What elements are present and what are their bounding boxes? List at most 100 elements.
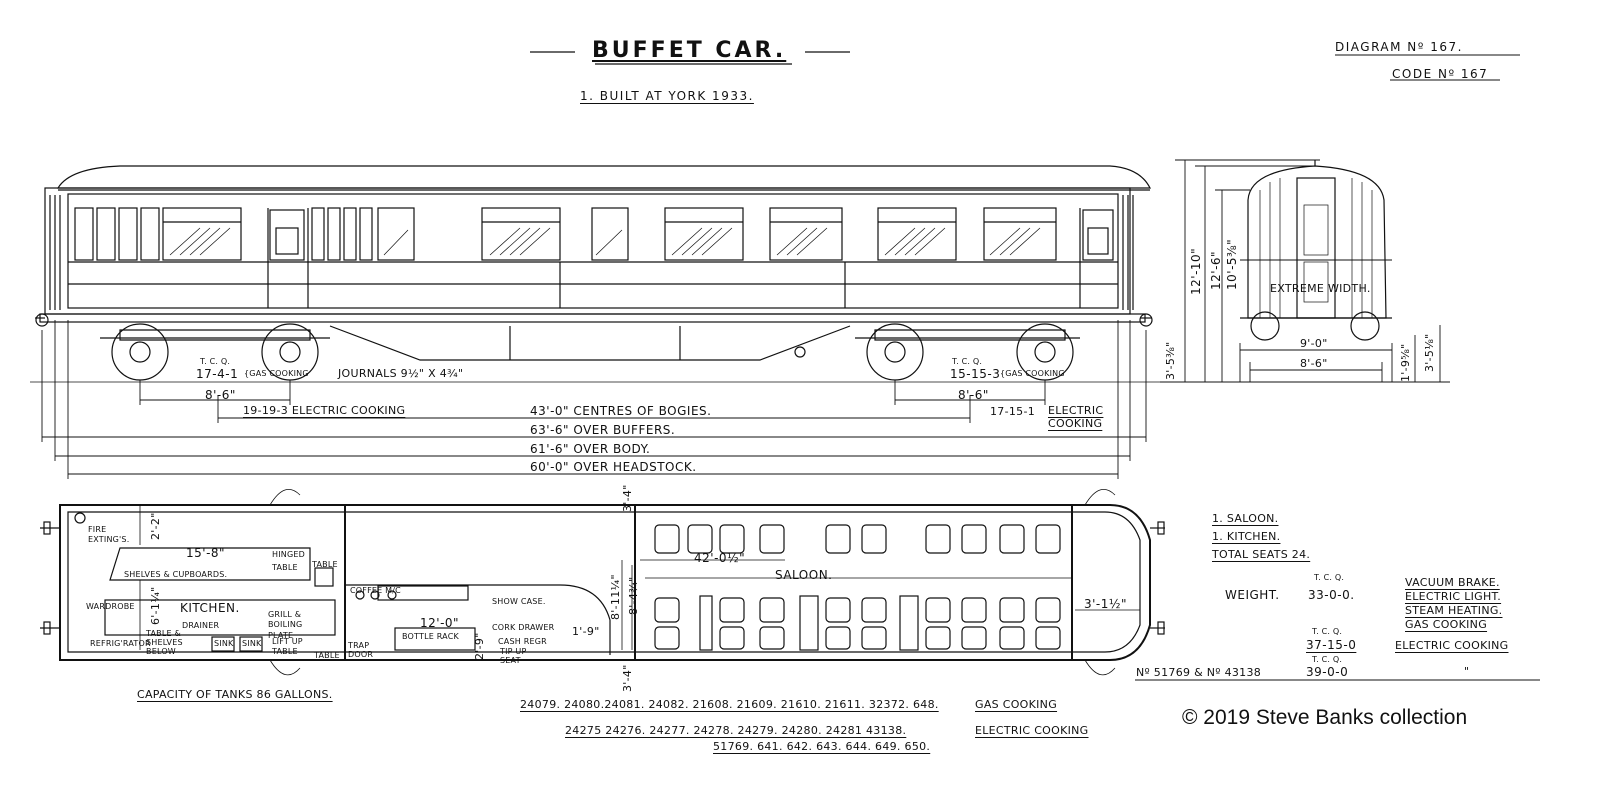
summary-weight-3: 39-0-0: [1306, 665, 1349, 679]
end-height-2: 12'-6": [1209, 250, 1223, 290]
left-bogie-weight: 17-4-1: [196, 367, 239, 381]
label-bottle-rack: BOTTLE RACK: [402, 632, 459, 641]
summary-weight-2-note: ELECTRIC COOKING: [1395, 639, 1509, 652]
dim-1-9: 1'-9": [572, 625, 600, 638]
left-electric-cooking: 19-19-3 ELECTRIC COOKING: [243, 404, 406, 417]
summary-tcq-2: T. C. Q.: [1312, 627, 1343, 636]
label-cash-register: CASH REGR: [498, 637, 547, 646]
label-drainer: DRAINER: [182, 621, 220, 630]
summary-weight-value: 33-0-0.: [1308, 588, 1355, 602]
dim-6-1: 6'-1¼": [149, 586, 162, 625]
label-refrigerator: REFRIG'RATOR: [90, 639, 151, 648]
right-electric-label-2: COOKING: [1048, 417, 1103, 430]
label-trap-door: TRAP DOOR: [348, 641, 374, 659]
electric-cooking-label: ELECTRIC COOKING: [975, 724, 1089, 737]
drawing-subtitle: 1. BUILT AT YORK 1933.: [580, 89, 754, 103]
feature-gas-cooking: GAS COOKING: [1405, 618, 1488, 631]
end-extreme-width: EXTREME WIDTH.: [1270, 282, 1371, 295]
feature-steam-heating: STEAM HEATING.: [1405, 604, 1503, 617]
dim-8-11: 8'-11¼": [609, 574, 622, 620]
diagram-number: DIAGRAM Nº 167.: [1335, 40, 1463, 54]
plan-buffers: [40, 521, 1165, 635]
end-width-2: 8'-6": [1300, 357, 1328, 370]
end-step-height: 1'-9⅝": [1399, 343, 1412, 382]
floor-plan: [40, 488, 1165, 676]
title-rules: [530, 51, 850, 65]
dim-12-0: 12'-0": [420, 616, 460, 630]
copyright-credit: © 2019 Steve Banks collection: [1182, 706, 1468, 729]
window-hatching: [169, 227, 1041, 256]
side-elevation: [30, 165, 1180, 479]
summary-kitchen: 1. KITCHEN.: [1212, 530, 1281, 543]
end-height-1: 12'-10": [1189, 247, 1203, 295]
label-grill: GRILL & BOILING PLATE: [268, 610, 303, 640]
end-right-height: 3'-5⅛": [1423, 333, 1436, 372]
label-saloon: SALOON.: [775, 568, 833, 582]
label-cork-drawer: CORK DRAWER: [492, 623, 555, 632]
label-lift-up-table: LIFT UP TABLE: [272, 637, 303, 656]
elevation-dimensions: [41, 320, 1147, 479]
electric-cooking-numbers-1: 24275 24276. 24277. 24278. 24279. 24280.…: [565, 724, 907, 737]
code-number: CODE Nº 167: [1392, 67, 1489, 81]
summary-total-seats: TOTAL SEATS 24.: [1212, 548, 1311, 561]
summary-tcq-1: T. C. Q.: [1314, 573, 1345, 582]
summary-weight-2: 37-15-0: [1306, 638, 1357, 652]
dim-8-4: 8'-4¾": [627, 576, 640, 615]
label-tank-capacity: CAPACITY OF TANKS 86 GALLONS.: [137, 688, 333, 701]
dim-centres-of-bogies: 43'-0" CENTRES OF BOGIES.: [530, 404, 712, 418]
dim-3-4-top: 3'-4": [621, 484, 634, 512]
right-bogie-tcq: T. C. Q.: [952, 357, 983, 366]
gas-cooking-label: GAS COOKING: [975, 698, 1058, 711]
label-shelves-cupboards: SHELVES & CUPBOARDS.: [124, 570, 228, 579]
label-hinged-table: HINGED TABLE: [272, 550, 305, 572]
feature-vacuum-brake: VACUUM BRAKE.: [1405, 576, 1500, 589]
label-table-1: TABLE: [312, 560, 338, 569]
right-electric-label-1: ELECTRIC: [1048, 404, 1104, 417]
side-windows: [74, 207, 1114, 261]
label-table-2: TABLE: [314, 651, 340, 660]
summary-rules: [1135, 54, 1540, 681]
left-wheelbase: 8'-6": [205, 388, 236, 402]
right-bogie-gas-note: {GAS COOKING: [1000, 369, 1065, 378]
electric-cooking-numbers-2: 51769. 641. 642. 643. 644. 649. 650.: [713, 740, 931, 753]
dim-42-0: 42'-0½": [694, 551, 746, 565]
label-fire-extinguishers: FIRE EXTING'S.: [88, 525, 130, 544]
drawing-title: BUFFET CAR.: [592, 38, 787, 63]
dim-3-4-bottom: 3'-4": [621, 664, 634, 692]
dim-2-2: 2'-2": [149, 512, 162, 540]
right-bogie: [855, 323, 1080, 381]
dim-2-9: 2'-9": [473, 632, 486, 660]
end-floor-height: 3'-5⅜": [1164, 341, 1177, 380]
end-view: [1160, 159, 1450, 383]
label-coffee-machine: COFFEE M/C: [350, 586, 401, 595]
journals-label: JOURNALS 9½" x 4¾": [338, 367, 464, 380]
saloon-seats: [654, 524, 1061, 651]
label-sink-1: SINK: [214, 639, 234, 648]
label-table-shelves: TABLE & SHELVES BELOW: [146, 629, 183, 656]
end-height-3: 10'-5⅜": [1225, 238, 1239, 290]
summary-saloon: 1. SALOON.: [1212, 512, 1279, 525]
left-bogie-gas-note: {GAS COOKING: [244, 369, 309, 378]
summary-car-numbers: Nº 51769 & Nº 43138: [1136, 666, 1262, 679]
feature-electric-light: ELECTRIC LIGHT.: [1405, 590, 1502, 603]
dim-over-buffers: 63'-6" OVER BUFFERS.: [530, 423, 676, 437]
dim-over-body: 61'-6" OVER BODY.: [530, 442, 651, 456]
label-tip-up-seat: TIP UP SEAT: [500, 647, 527, 665]
label-sink-2: SINK: [242, 639, 262, 648]
end-ribs: [49, 195, 1134, 310]
label-show-case: SHOW CASE.: [492, 597, 546, 606]
right-wheelbase: 8'-6": [958, 388, 989, 402]
left-bogie-tcq: T. C. Q.: [200, 357, 231, 366]
summary-tcq-3: T. C. Q.: [1312, 655, 1343, 664]
right-electric-weight: 17-15-1: [990, 405, 1036, 418]
right-bogie-weight: 15-15-3: [950, 367, 1001, 381]
dim-15-8: 15'-8": [186, 546, 226, 560]
label-wardrobe: WARDROBE: [86, 602, 135, 611]
dim-3-1: 3'-1½": [1084, 597, 1128, 611]
label-kitchen: KITCHEN.: [180, 601, 240, 615]
dim-over-headstock: 60'-0" OVER HEADSTOCK.: [530, 460, 697, 474]
summary-ditto: ": [1464, 665, 1470, 678]
gas-cooking-numbers: 24079. 24080.24081. 24082. 21608. 21609.…: [520, 698, 939, 711]
end-width-1: 9'-0": [1300, 337, 1328, 350]
